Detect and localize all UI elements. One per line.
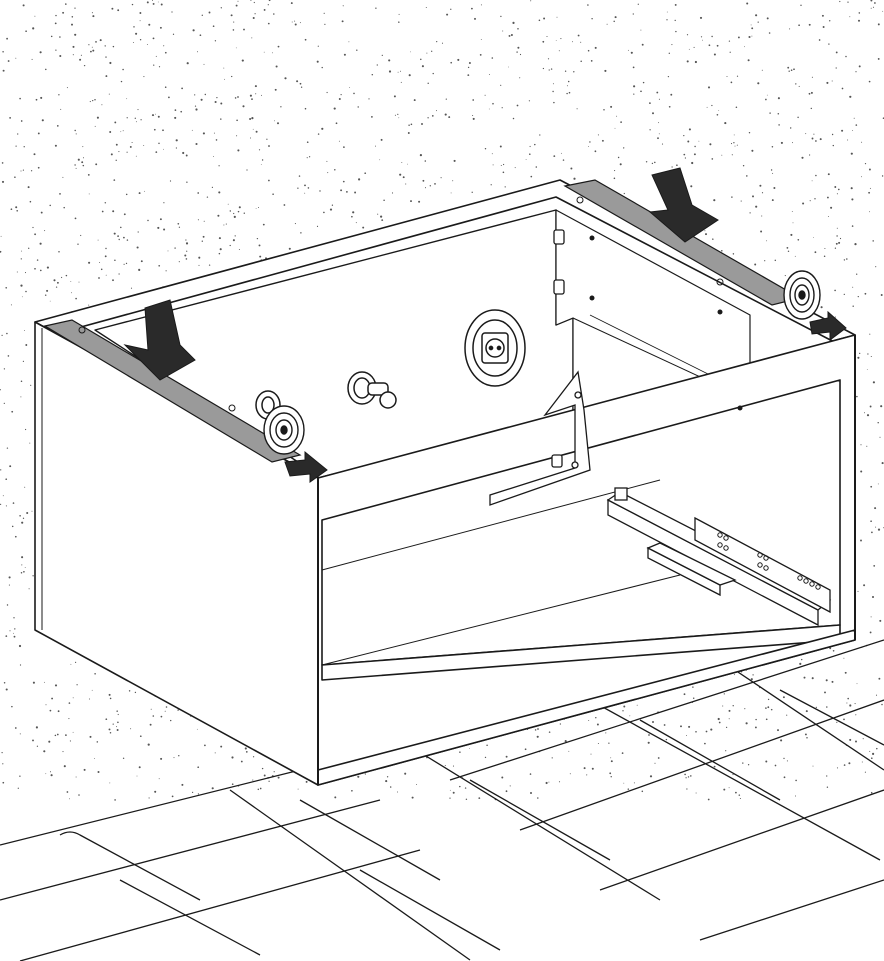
drawer-slide-icon <box>606 487 832 627</box>
water-valve-icon <box>255 371 397 420</box>
down-arrow-icon <box>123 167 719 381</box>
tiled-floor <box>0 639 884 961</box>
screw-holes <box>78 196 743 412</box>
hanging-bracket <box>489 229 591 506</box>
adhesive-tape-roll-icon <box>263 270 821 455</box>
seal-strips <box>43 179 802 463</box>
power-socket-icon <box>464 309 526 387</box>
horizontal-arrow-icon <box>284 310 847 483</box>
